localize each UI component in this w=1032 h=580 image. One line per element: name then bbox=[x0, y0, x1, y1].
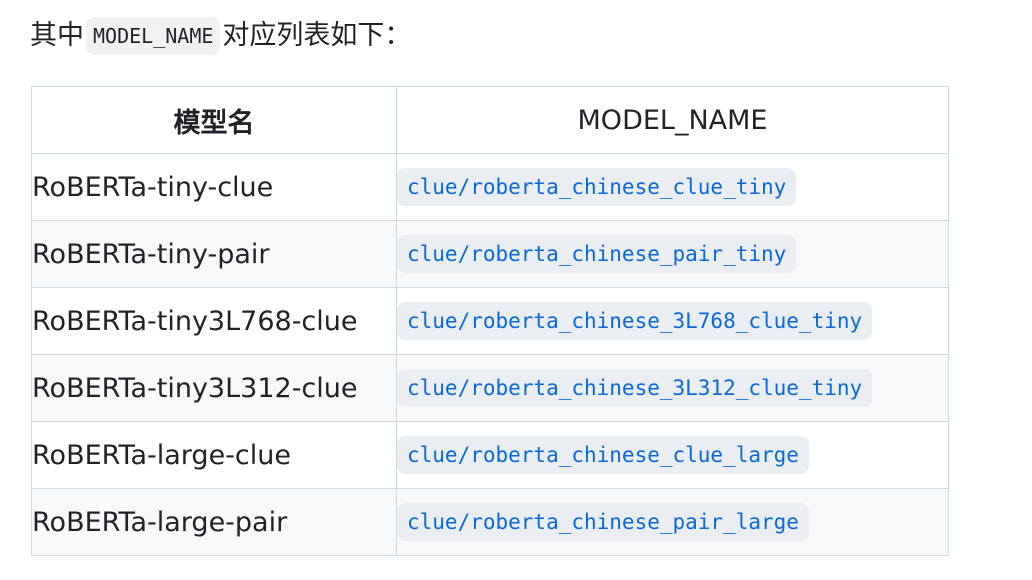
table-row: RoBERTa-tiny-pair clue/roberta_chinese_p… bbox=[31, 220, 949, 288]
model-name-cell: RoBERTa-tiny3L768-clue bbox=[31, 287, 397, 355]
model-id-cell: clue/roberta_chinese_clue_tiny bbox=[396, 153, 949, 221]
model-id-code: clue/roberta_chinese_3L768_clue_tiny bbox=[397, 302, 873, 340]
table-row: RoBERTa-tiny-clue clue/roberta_chinese_c… bbox=[31, 153, 949, 221]
header-model-name-zh: 模型名 bbox=[31, 86, 397, 154]
inline-code-model-name: MODEL_NAME bbox=[86, 17, 221, 55]
model-id-code: clue/roberta_chinese_clue_tiny bbox=[397, 168, 797, 206]
model-id-code: clue/roberta_chinese_clue_large bbox=[397, 436, 809, 474]
table-body: RoBERTa-tiny-clue clue/roberta_chinese_c… bbox=[31, 153, 949, 556]
model-name-cell: RoBERTa-large-clue bbox=[31, 421, 397, 489]
model-name-cell: RoBERTa-tiny-pair bbox=[31, 220, 397, 288]
table-row: RoBERTa-large-clue clue/roberta_chinese_… bbox=[31, 421, 949, 489]
table-header: 模型名 MODEL_NAME bbox=[31, 86, 949, 154]
table-row: RoBERTa-large-pair clue/roberta_chinese_… bbox=[31, 488, 949, 556]
model-name-cell: RoBERTa-tiny-clue bbox=[31, 153, 397, 221]
model-id-cell: clue/roberta_chinese_3L768_clue_tiny bbox=[396, 287, 949, 355]
header-row: 模型名 MODEL_NAME bbox=[31, 86, 949, 154]
model-id-code: clue/roberta_chinese_3L312_clue_tiny bbox=[397, 369, 873, 407]
intro-prefix: 其中 bbox=[30, 20, 84, 51]
header-model-name: MODEL_NAME bbox=[396, 86, 949, 154]
model-id-cell: clue/roberta_chinese_clue_large bbox=[396, 421, 949, 489]
model-name-cell: RoBERTa-large-pair bbox=[31, 488, 397, 556]
model-id-code: clue/roberta_chinese_pair_large bbox=[397, 503, 809, 541]
intro-suffix: 对应列表如下： bbox=[222, 20, 412, 51]
model-id-code: clue/roberta_chinese_pair_tiny bbox=[397, 235, 797, 273]
model-name-cell: RoBERTa-tiny3L312-clue bbox=[31, 354, 397, 422]
intro-text: 其中 MODEL_NAME 对应列表如下： bbox=[30, 14, 411, 58]
model-table: 模型名 MODEL_NAME RoBERTa-tiny-clue clue/ro… bbox=[31, 86, 949, 556]
table-row: RoBERTa-tiny3L312-clue clue/roberta_chin… bbox=[31, 354, 949, 422]
model-id-cell: clue/roberta_chinese_pair_tiny bbox=[396, 220, 949, 288]
table-row: RoBERTa-tiny3L768-clue clue/roberta_chin… bbox=[31, 287, 949, 355]
model-id-cell: clue/roberta_chinese_pair_large bbox=[396, 488, 949, 556]
model-id-cell: clue/roberta_chinese_3L312_clue_tiny bbox=[396, 354, 949, 422]
